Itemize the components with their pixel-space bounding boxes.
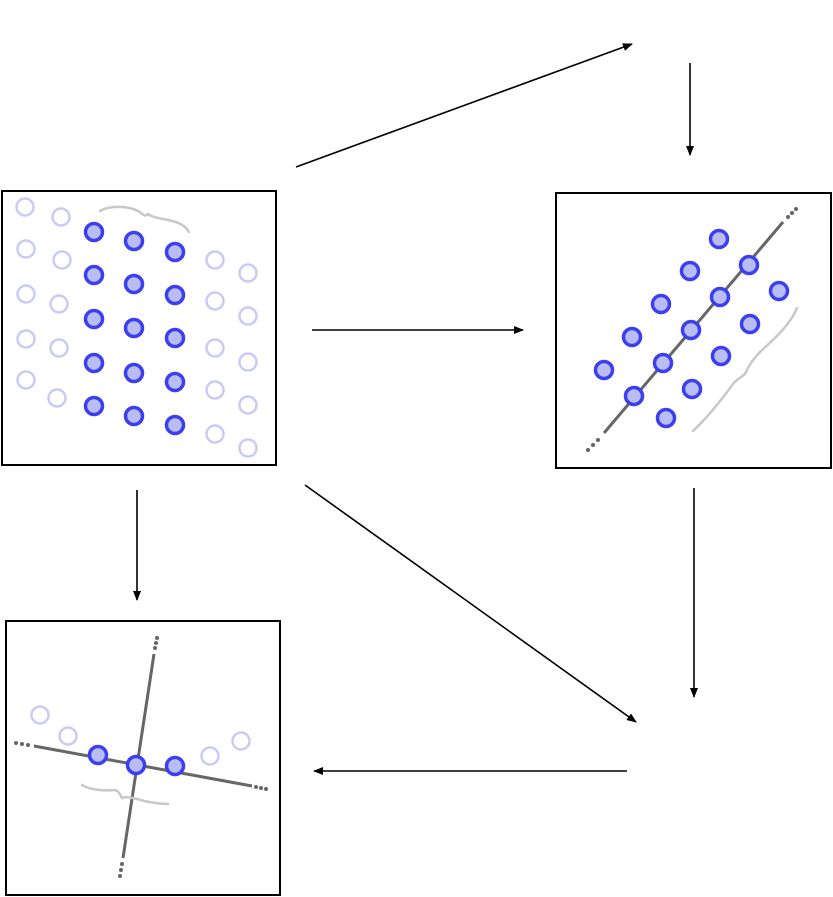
faded-circle-point-icon (238, 263, 258, 283)
faded-circle-point-icon (47, 388, 67, 408)
circle-point-icon (739, 313, 761, 335)
faded-circle-point-icon (205, 380, 225, 400)
faded-circle-point-icon (16, 329, 36, 349)
faded-circle-point-icon (15, 197, 35, 217)
arrow-icon (304, 484, 637, 723)
faded-circle-point-icon (49, 294, 69, 314)
circle-point-icon (681, 378, 703, 400)
circle-point-icon (652, 352, 674, 374)
circle-point-icon (768, 280, 790, 302)
faded-circle-point-icon (200, 746, 220, 766)
square-lattice-panel (1, 190, 277, 466)
projected-row-panel (5, 620, 281, 896)
curly-brace-icon (80, 783, 170, 806)
circle-point-icon (708, 228, 730, 250)
faded-circle-point-icon (51, 207, 71, 227)
axis-dots (586, 207, 798, 452)
arrows (133, 43, 698, 775)
arrow-icon (295, 43, 633, 168)
faded-circle-point-icon (238, 306, 258, 326)
faded-circle-point-icon (238, 395, 258, 415)
circle-point-icon (164, 371, 186, 393)
circle-point-icon (621, 326, 643, 348)
circle-point-icon (164, 284, 186, 306)
circle-point-icon (164, 241, 186, 263)
faded-circle-point-icon (205, 291, 225, 311)
circle-point-icon (655, 407, 677, 429)
circle-point-icon (87, 744, 109, 766)
circle-point-icon (623, 385, 645, 407)
circle-point-icon (123, 273, 145, 295)
faded-circle-point-icon (58, 726, 78, 746)
circle-point-icon (125, 754, 147, 776)
curly-brace-icon (98, 205, 191, 234)
axis-dots (14, 636, 268, 878)
circle-point-icon (83, 352, 105, 374)
faded-circle-point-icon (49, 338, 69, 358)
circle-point-icon (164, 414, 186, 436)
faded-circle-point-icon (205, 250, 225, 270)
circle-point-icon (123, 362, 145, 384)
circle-point-icon (680, 319, 702, 341)
circle-point-icon (123, 317, 145, 339)
circle-point-icon (164, 327, 186, 349)
circle-point-icon (123, 405, 145, 427)
circle-point-icon (738, 254, 760, 276)
point-group (15, 197, 258, 458)
circle-point-icon (83, 308, 105, 330)
circle-point-icon (709, 286, 731, 308)
circle-point-icon (593, 359, 615, 381)
circle-point-icon (123, 230, 145, 252)
faded-circle-point-icon (238, 352, 258, 372)
faded-circle-point-icon (16, 284, 36, 304)
faded-circle-point-icon (30, 705, 50, 725)
faded-circle-point-icon (52, 250, 72, 270)
faded-circle-point-icon (231, 731, 251, 751)
circle-point-icon (650, 293, 672, 315)
circle-point-icon (679, 260, 701, 282)
circle-point-icon (164, 755, 186, 777)
faded-circle-point-icon (238, 438, 258, 458)
faded-circle-point-icon (205, 338, 225, 358)
curly-brace-icon (691, 306, 799, 433)
point-group (30, 705, 251, 777)
circle-point-icon (83, 264, 105, 286)
point-group (593, 228, 790, 429)
circle-point-icon (83, 395, 105, 417)
faded-circle-point-icon (16, 239, 36, 259)
faded-circle-point-icon (205, 424, 225, 444)
circle-point-icon (710, 345, 732, 367)
faded-circle-point-icon (16, 370, 36, 390)
diagonal-lattice-panel (555, 192, 832, 469)
circle-point-icon (83, 221, 105, 243)
